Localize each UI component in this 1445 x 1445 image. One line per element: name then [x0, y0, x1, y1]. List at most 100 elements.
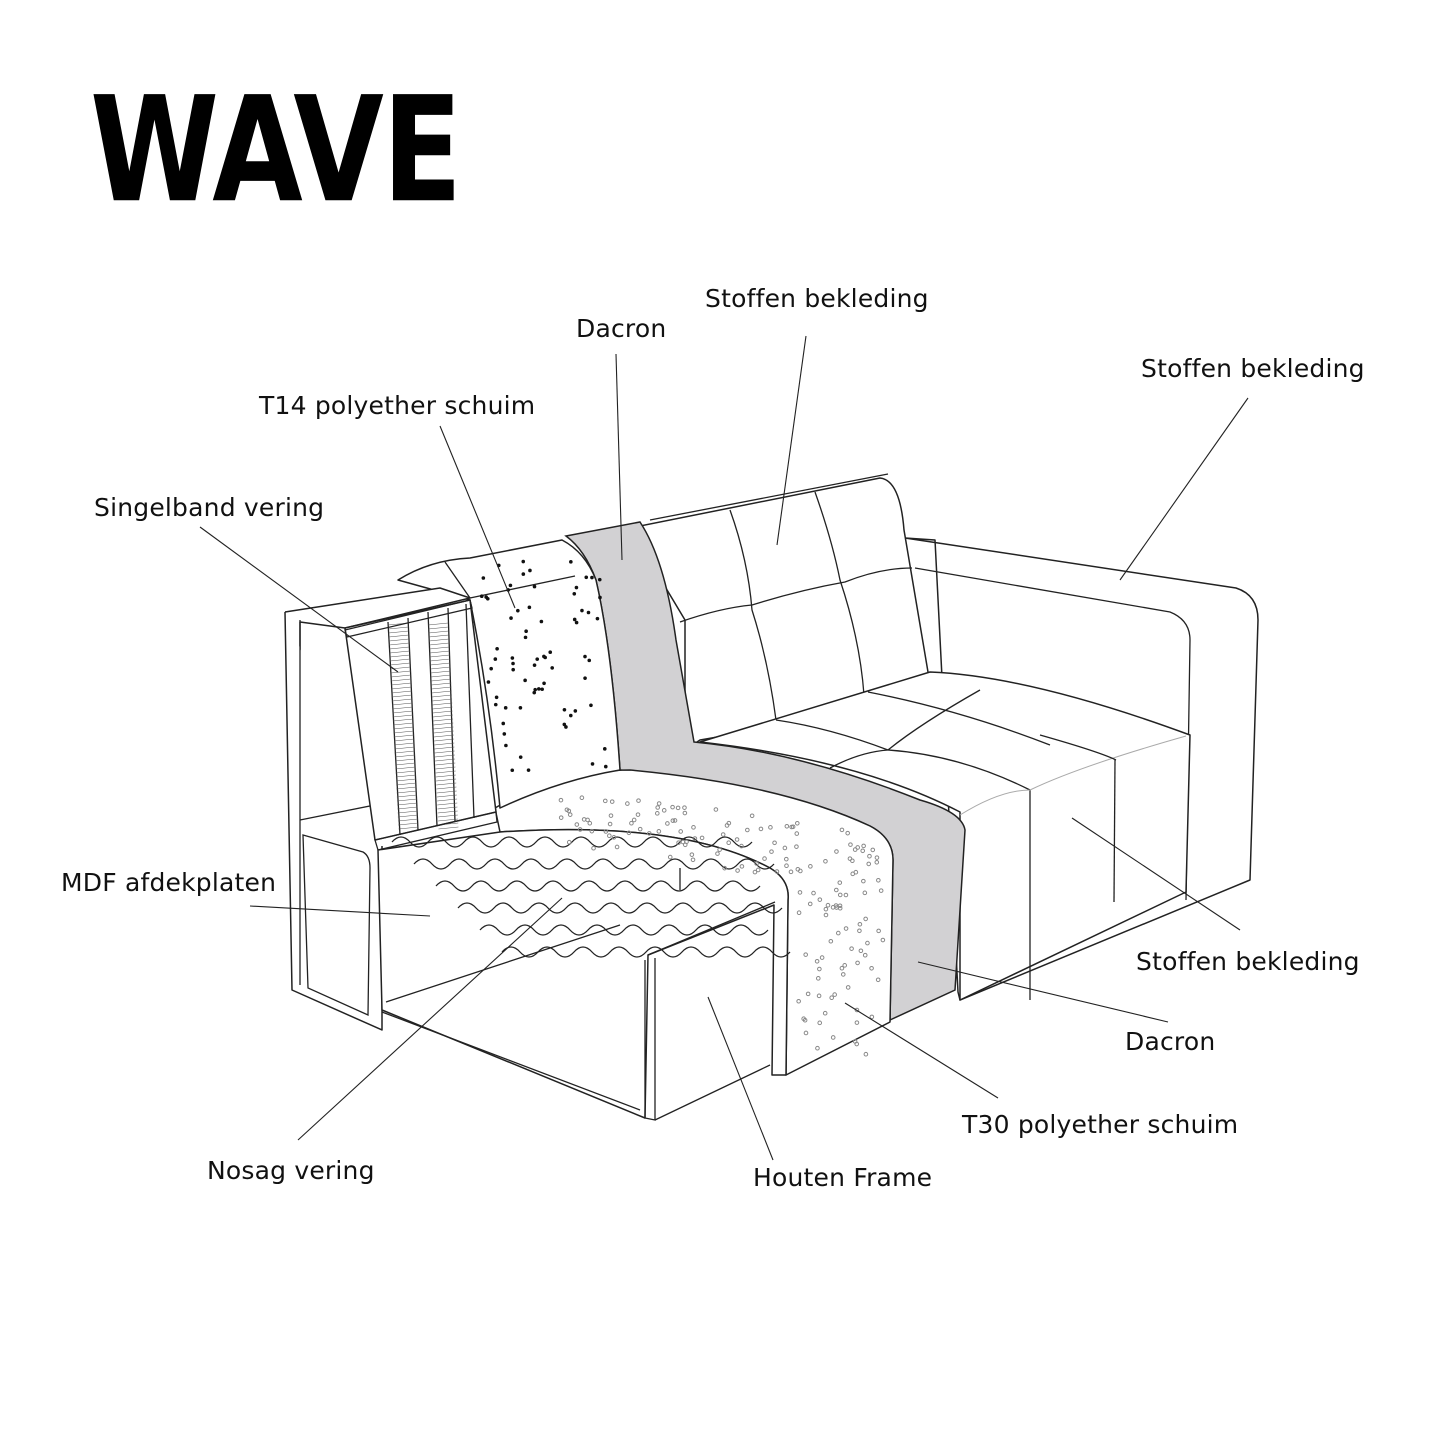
foam-dot — [869, 965, 874, 971]
nosag-spring — [435, 880, 761, 892]
foam-dot — [852, 847, 858, 852]
strap-hatch-line — [397, 814, 418, 818]
foam-dot — [823, 912, 829, 918]
t14-foam-dots — [479, 559, 608, 773]
foam-dot — [682, 805, 687, 810]
strap-hatch-line — [395, 766, 416, 770]
foam-dot — [843, 926, 849, 931]
strap-hatch-line — [433, 730, 454, 734]
foam-dot — [532, 584, 537, 589]
foam-dot — [566, 839, 572, 845]
foam-dot — [726, 840, 732, 846]
foam-dot — [583, 654, 587, 659]
leader-stoffen-back — [776, 335, 807, 546]
foam-dot — [833, 887, 839, 893]
strap-hatch-line — [433, 726, 454, 730]
foam-dot — [857, 921, 863, 927]
foam-dot — [850, 858, 855, 864]
foam-dot — [739, 843, 744, 849]
foam-dot — [579, 795, 585, 801]
strap-hatch-line — [436, 782, 457, 786]
strap-hatch-line — [431, 678, 452, 682]
foam-dot — [502, 732, 507, 736]
foam-dot — [860, 848, 866, 854]
foam-dot — [815, 1045, 820, 1051]
foam-dot — [597, 577, 602, 582]
foam-dot — [754, 861, 759, 866]
foam-dot — [654, 811, 660, 816]
foam-dot — [878, 888, 884, 893]
leader-stoffen-arm — [1119, 397, 1249, 581]
foam-dot — [811, 890, 816, 896]
foam-dot — [822, 1010, 828, 1016]
foam-dot — [772, 840, 777, 846]
foam-dot — [722, 865, 727, 871]
foam-dot — [796, 998, 801, 1004]
strap-hatch-line — [398, 822, 419, 826]
foam-dot — [670, 804, 675, 810]
foam-dot — [782, 845, 788, 851]
strap-hatch-line — [432, 714, 453, 718]
foam-dot — [817, 897, 823, 902]
strap-hatch-line — [435, 774, 456, 778]
strap-hatch-line — [394, 746, 415, 750]
foam-dot — [762, 856, 767, 861]
foam-dot — [717, 847, 722, 852]
strap-hatch-line — [435, 770, 456, 774]
foam-dot — [583, 676, 587, 680]
foam-dot — [874, 860, 880, 865]
strap-hatch-line — [391, 682, 412, 686]
foam-dot — [843, 892, 849, 898]
foam-dot — [825, 902, 831, 908]
strap-hatch-line — [394, 738, 415, 742]
strap-hatch-line — [393, 730, 414, 734]
foam-dot — [577, 827, 583, 832]
foam-dot — [667, 854, 673, 860]
foam-dot — [816, 993, 822, 999]
strap-hatch-line — [388, 634, 409, 638]
foam-dot — [689, 852, 695, 857]
foam-dot — [635, 812, 641, 817]
foam-dot — [867, 853, 872, 859]
strap-hatch-line — [392, 706, 413, 710]
nosag-spring — [501, 946, 791, 958]
strap-hatch-line — [434, 754, 455, 758]
foam-dot — [539, 619, 544, 624]
foam-dot — [527, 605, 532, 610]
foam-dot — [631, 817, 637, 823]
foam-dot — [837, 903, 843, 909]
strap-hatch-line — [393, 718, 414, 722]
foam-dot — [646, 831, 652, 836]
strap-hatch-line — [397, 802, 418, 806]
strap-hatch-line — [396, 778, 417, 782]
foam-dot — [503, 706, 508, 710]
singelband-straps — [344, 599, 498, 851]
foam-dot — [682, 810, 688, 816]
foam-dot — [861, 878, 866, 884]
strap-hatch-line — [389, 642, 410, 646]
strap-hatch-line — [394, 754, 415, 758]
foam-dot — [626, 830, 632, 836]
foam-dot — [572, 617, 577, 622]
foam-dot — [803, 1030, 809, 1036]
foam-dot — [607, 833, 612, 838]
strap-hatch-line — [429, 638, 450, 642]
foam-dot — [837, 880, 843, 885]
nosag-springs — [391, 836, 791, 958]
foam-dot — [715, 851, 720, 856]
foam-dot — [720, 832, 726, 837]
leader-lines — [199, 335, 1249, 1161]
foam-dot — [518, 755, 523, 759]
strap-hatch-line — [430, 670, 451, 674]
foam-dot — [598, 595, 602, 600]
foam-dot — [591, 845, 596, 851]
strap-hatch-line — [434, 738, 455, 742]
foam-dot — [501, 721, 506, 726]
foam-dot — [784, 856, 789, 862]
strap-hatch-line — [397, 810, 418, 814]
strap-hatch-line — [434, 746, 455, 750]
label-dacron-bottom: Dacron — [1125, 1027, 1216, 1056]
strap-hatch-line — [393, 734, 414, 738]
foam-dot — [602, 798, 608, 804]
